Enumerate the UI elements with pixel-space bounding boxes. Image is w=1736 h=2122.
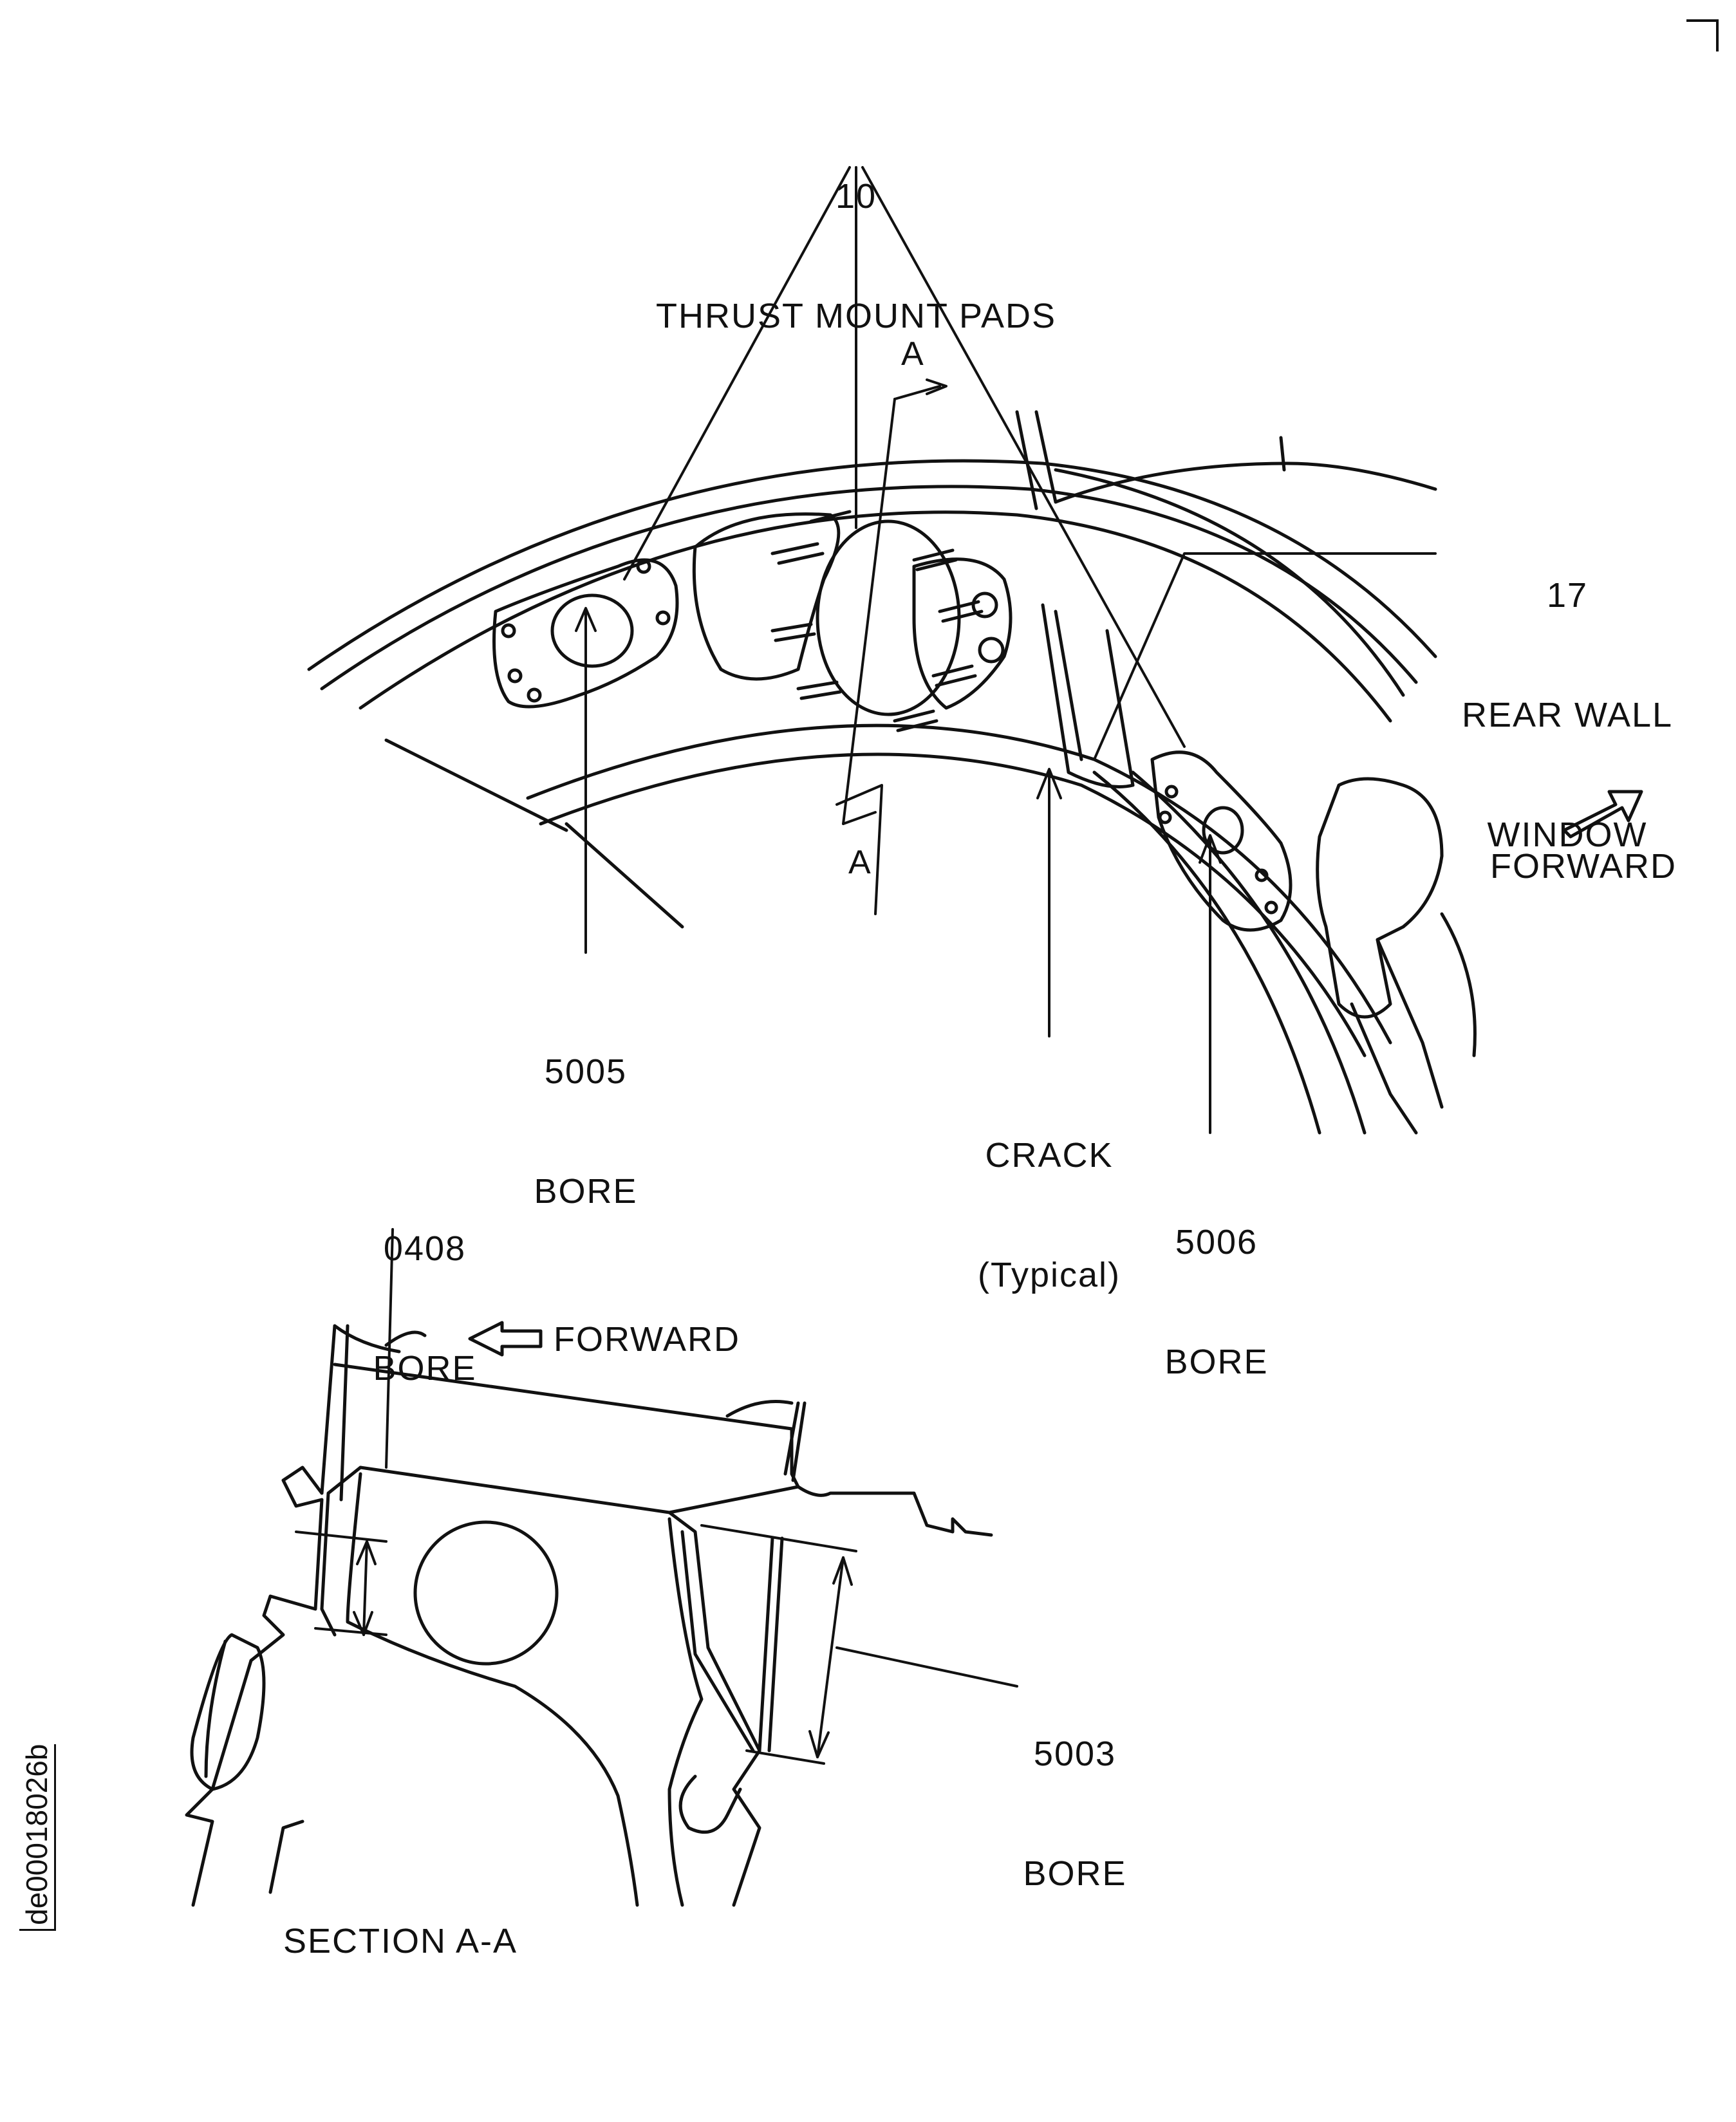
- label-5005-number: 5005: [544, 1052, 628, 1091]
- case-inner-arcs: [384, 723, 1392, 1135]
- forward-arrow-bottom: [468, 1321, 543, 1357]
- crop-mark: [1686, 19, 1719, 51]
- leader-thrust-mount-pads: [623, 166, 1186, 748]
- dimension-5003: [700, 1524, 1018, 1765]
- label-5003-number: 5003: [1033, 1735, 1117, 1773]
- label-5005-bore: 5005 BORE: [509, 972, 663, 1251]
- dimension-0408: [295, 1228, 394, 1636]
- forward-arrow-top: [1562, 790, 1643, 839]
- rear-wall-structure: [1015, 410, 1477, 1135]
- figure-id: de00018026b: [19, 1744, 56, 1931]
- label-5006-bore: 5006 BORE: [1139, 1142, 1294, 1422]
- leader-crack: [1036, 768, 1062, 1038]
- label-forward-bottom: FORWARD: [554, 1320, 740, 1359]
- label-thrust-mount-pads-number: 10: [835, 177, 877, 216]
- label-0408-bore: 0408 BORE: [348, 1149, 502, 1428]
- thrust-pad-center: [692, 510, 1013, 732]
- section-aa-profile: [185, 1324, 993, 1907]
- label-5003-bore: 5003 BORE: [998, 1654, 1152, 1933]
- label-5006-number: 5006: [1175, 1223, 1258, 1261]
- label-crack-line1: CRACK: [985, 1136, 1114, 1175]
- label-5003-text: BORE: [1023, 1854, 1127, 1893]
- section-marker-bottom: A: [848, 844, 871, 881]
- label-0408-text: BORE: [373, 1349, 477, 1388]
- rear-wall-window: [1041, 603, 1135, 788]
- label-forward-top: FORWARD: [1490, 847, 1677, 886]
- case-outer-arcs: [307, 459, 1437, 723]
- leader-rear-wall-window: [1093, 552, 1437, 761]
- thrust-pad-left: [492, 558, 679, 709]
- label-crack-line2: (Typical): [977, 1256, 1121, 1294]
- label-rear-wall-window: 17 REAR WALL WINDOW: [1442, 496, 1693, 895]
- label-thrust-mount-pads-text: THRUST MOUNT PADS: [655, 297, 1057, 335]
- label-5006-text: BORE: [1164, 1343, 1269, 1381]
- leader-5006-bore: [1199, 834, 1222, 1134]
- section-title: SECTION A-A: [283, 1922, 518, 1960]
- label-crack: CRACK (Typical): [940, 1056, 1159, 1335]
- section-marker-top: A: [901, 335, 924, 373]
- label-rear-wall-window-line1: REAR WALL: [1461, 696, 1674, 734]
- label-thrust-mount-pads: 10 THRUST MOUNT PADS: [631, 97, 1081, 376]
- label-5005-text: BORE: [534, 1172, 638, 1211]
- label-rear-wall-window-line2: WINDOW: [1487, 815, 1648, 854]
- section-cut-line: [835, 378, 947, 915]
- leader-5005-bore: [575, 607, 597, 954]
- label-0408-number: 0408: [383, 1229, 467, 1268]
- label-rear-wall-window-number: 17: [1546, 576, 1589, 615]
- thrust-pad-right: [1150, 750, 1293, 932]
